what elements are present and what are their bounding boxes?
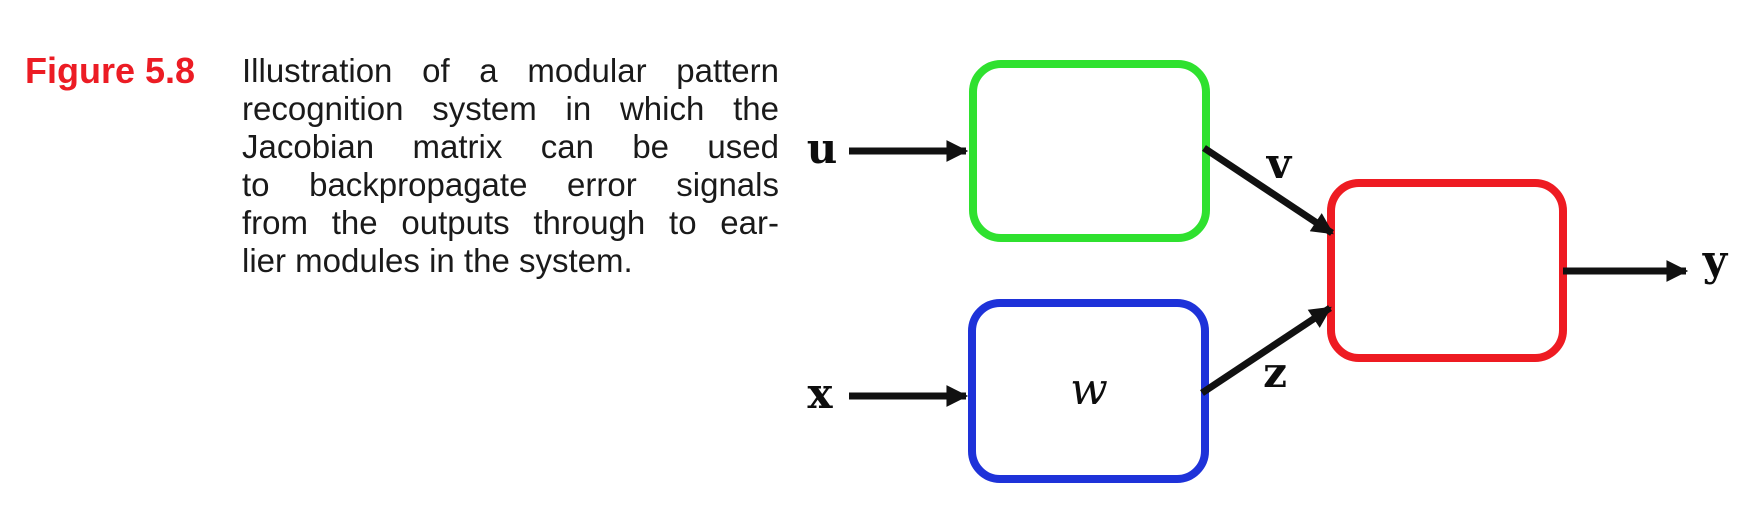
caption-line: lier modules in the system.	[242, 242, 633, 279]
arrow-z-blue-to-red	[1200, 305, 1332, 396]
label-w-weights: w	[1070, 364, 1108, 415]
caption-line: recognition system in which the	[242, 90, 779, 127]
caption-line: Illustration of a modular pattern	[242, 52, 779, 89]
caption-line: from the outputs through to ear-	[242, 204, 779, 241]
arrow-v-green-to-red	[1202, 145, 1334, 236]
module-box-green-top	[969, 60, 1210, 242]
figure-caption: Illustration of a modular pattern recogn…	[242, 52, 779, 280]
label-u: u	[807, 124, 838, 173]
label-v: v	[1266, 139, 1293, 188]
module-box-red-output	[1327, 179, 1567, 362]
figure-label: Figure 5.8	[25, 50, 196, 91]
label-z: z	[1263, 348, 1287, 397]
caption-line: to backpropagate error signals	[242, 166, 779, 203]
label-x: x	[807, 369, 833, 418]
label-y: y	[1702, 236, 1729, 285]
caption-line: Jacobian matrix can be used	[242, 128, 779, 165]
